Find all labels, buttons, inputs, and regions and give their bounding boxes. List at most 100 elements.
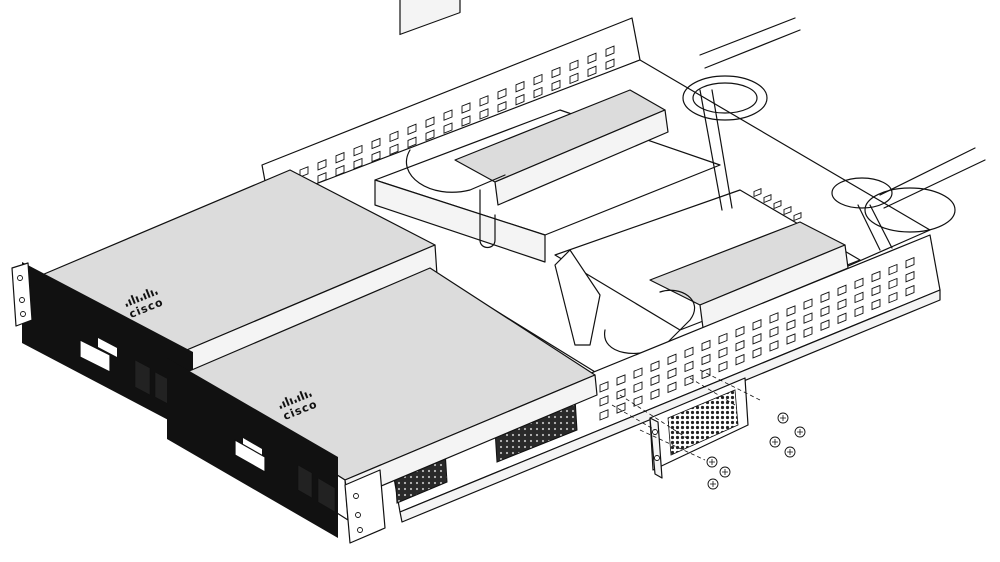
screw-slot bbox=[772, 439, 778, 445]
slot bbox=[650, 388, 660, 400]
slot bbox=[616, 402, 626, 414]
slot bbox=[317, 159, 327, 171]
slot bbox=[735, 339, 745, 352]
rack-ear-left bbox=[11, 262, 33, 327]
slot bbox=[793, 212, 802, 222]
cable-loops bbox=[682, 17, 986, 251]
router-right: cisco bbox=[167, 267, 598, 544]
logo-bar bbox=[130, 294, 136, 304]
slot bbox=[667, 353, 677, 366]
slot bbox=[701, 339, 711, 352]
slot bbox=[353, 144, 363, 157]
slot bbox=[888, 291, 898, 304]
screw-slot bbox=[722, 469, 728, 475]
slot bbox=[888, 263, 898, 276]
logo-bar bbox=[284, 396, 290, 406]
slot bbox=[701, 353, 711, 366]
screw-slot bbox=[787, 449, 793, 455]
slot bbox=[905, 256, 915, 269]
slot bbox=[616, 374, 626, 386]
slot bbox=[871, 270, 881, 283]
slot bbox=[888, 277, 898, 290]
logo-bar bbox=[309, 393, 313, 397]
slot bbox=[633, 367, 643, 379]
slot bbox=[837, 284, 847, 297]
slot bbox=[854, 291, 864, 304]
screw-slot bbox=[797, 429, 803, 435]
slot bbox=[371, 150, 381, 163]
logo-bar bbox=[304, 392, 309, 399]
slot bbox=[599, 409, 609, 421]
slot bbox=[335, 151, 345, 164]
slot bbox=[650, 374, 660, 386]
slot bbox=[425, 116, 435, 128]
slot bbox=[701, 367, 711, 380]
slot bbox=[871, 284, 881, 297]
slot bbox=[769, 312, 779, 324]
slot bbox=[854, 305, 864, 318]
slot bbox=[389, 143, 399, 156]
slot bbox=[515, 93, 525, 106]
slot bbox=[783, 206, 792, 216]
slot bbox=[718, 346, 728, 359]
slot bbox=[497, 88, 507, 100]
slot bbox=[599, 395, 609, 407]
slot bbox=[569, 72, 579, 85]
slot bbox=[718, 332, 728, 345]
slot bbox=[786, 333, 796, 345]
slot bbox=[479, 108, 489, 120]
slot bbox=[497, 101, 507, 113]
slot bbox=[803, 312, 813, 324]
front-rail-slots bbox=[599, 256, 915, 421]
slot bbox=[667, 367, 677, 380]
slot bbox=[407, 123, 417, 136]
slot bbox=[684, 346, 694, 359]
slot bbox=[633, 381, 643, 393]
logo-bar bbox=[140, 297, 144, 301]
slot bbox=[389, 130, 399, 143]
logo-bar bbox=[127, 299, 133, 306]
slot bbox=[667, 381, 677, 394]
slot bbox=[820, 305, 830, 317]
power-adapter-lower bbox=[554, 189, 861, 354]
slot bbox=[752, 333, 762, 345]
slot bbox=[461, 102, 471, 114]
slot bbox=[905, 270, 915, 283]
slot bbox=[461, 115, 471, 127]
slot bbox=[587, 52, 597, 65]
screw-slot bbox=[780, 415, 786, 421]
slot bbox=[443, 122, 453, 134]
slot bbox=[533, 73, 543, 86]
slot bbox=[353, 157, 363, 170]
screw-group bbox=[706, 412, 806, 490]
slot bbox=[551, 79, 561, 92]
slot bbox=[773, 200, 782, 210]
logo-bar bbox=[135, 296, 140, 303]
slot bbox=[479, 95, 489, 107]
slot bbox=[837, 298, 847, 311]
slot bbox=[803, 298, 813, 310]
logo-bar bbox=[150, 290, 155, 297]
slot bbox=[515, 80, 525, 93]
slot bbox=[735, 353, 745, 366]
logo-bar bbox=[281, 401, 287, 408]
screw-slot bbox=[710, 481, 716, 487]
slot bbox=[854, 277, 864, 290]
slot bbox=[533, 86, 543, 99]
slot bbox=[599, 381, 609, 393]
screw-guide-lines bbox=[611, 369, 761, 461]
screw-slot bbox=[709, 459, 715, 465]
power-adapter-upper bbox=[374, 0, 721, 263]
logo-bar bbox=[142, 293, 147, 300]
rack-ear-right bbox=[344, 469, 386, 544]
slot bbox=[769, 326, 779, 338]
slot bbox=[718, 360, 728, 373]
slot bbox=[753, 188, 762, 198]
slot bbox=[763, 194, 772, 204]
slot bbox=[407, 136, 417, 149]
slot bbox=[587, 65, 597, 78]
slot bbox=[684, 360, 694, 373]
logo-bar bbox=[125, 303, 129, 307]
